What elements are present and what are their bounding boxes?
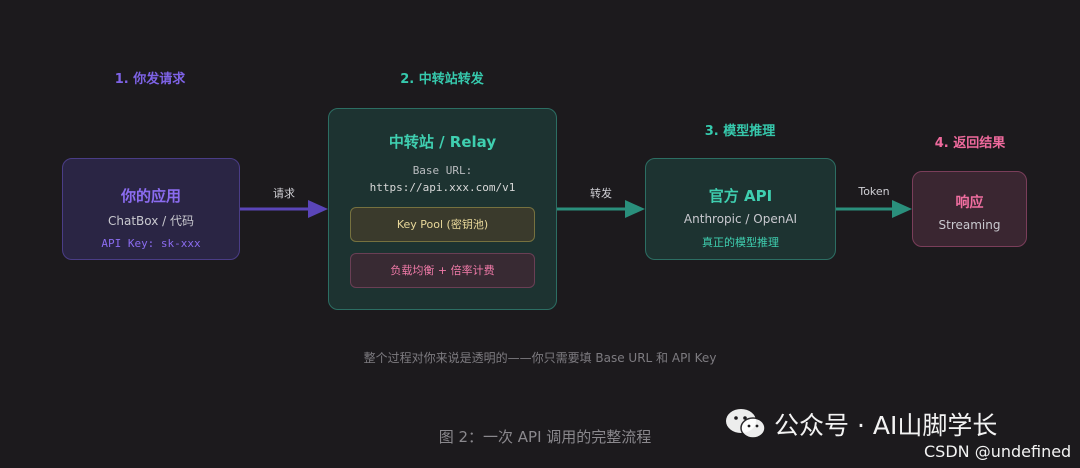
api-note: 真正的模型推理 xyxy=(702,236,779,249)
figure-caption: 图 2：一次 API 调用的完整流程 xyxy=(438,428,652,446)
step-3-label: 3. 模型推理 xyxy=(704,124,776,139)
relay-base-url: https://api.xxx.com/v1 xyxy=(369,181,516,194)
response-subtitle: Streaming xyxy=(938,218,1001,232)
api-subtitle: Anthropic / OpenAI xyxy=(683,212,798,226)
step-4-label: 4. 返回结果 xyxy=(934,136,1006,151)
watermark: 公众号 · AI山脚学长 CSDN @undefined xyxy=(724,404,1074,464)
wechat-icon xyxy=(726,409,766,439)
arrow-relay-to-api xyxy=(557,200,645,218)
load-balance-chip: 负载均衡 + 倍率计费 xyxy=(350,253,535,288)
official-api-node: 官方 API Anthropic / OpenAI 真正的模型推理 xyxy=(645,158,836,260)
app-node: 你的应用 ChatBox / 代码 API Key: sk-xxx xyxy=(62,158,240,260)
api-title: 官方 API xyxy=(708,187,773,205)
watermark-credit: CSDN @undefined xyxy=(924,442,1072,461)
arrow-api-to-response xyxy=(836,200,912,218)
step-1-label: 1. 你发请求 xyxy=(114,72,186,87)
arrow-label-forward: 转发 xyxy=(590,187,612,200)
response-title: 响应 xyxy=(955,195,984,211)
app-api-key: API Key: sk-xxx xyxy=(101,237,201,250)
watermark-brand: 公众号 · AI山脚学长 xyxy=(774,411,998,440)
relay-base-url-label: Base URL: xyxy=(412,164,473,177)
app-subtitle: ChatBox / 代码 xyxy=(107,214,195,228)
relay-title: 中转站 / Relay xyxy=(388,133,497,151)
arrow-label-token: Token xyxy=(858,185,890,198)
load-balance-label: 负载均衡 + 倍率计费 xyxy=(390,264,495,277)
key-pool-chip: Key Pool (密钥池) xyxy=(350,207,535,242)
arrow-label-request: 请求 xyxy=(273,187,295,200)
response-node: 响应 Streaming xyxy=(912,171,1027,247)
app-title: 你的应用 xyxy=(120,187,181,205)
arrow-app-to-relay xyxy=(240,200,328,218)
step-2-label: 2. 中转站转发 xyxy=(400,72,484,87)
footnote: 整个过程对你来说是透明的——你只需要填 Base URL 和 API Key xyxy=(363,351,717,365)
key-pool-label: Key Pool (密钥池) xyxy=(396,218,489,231)
